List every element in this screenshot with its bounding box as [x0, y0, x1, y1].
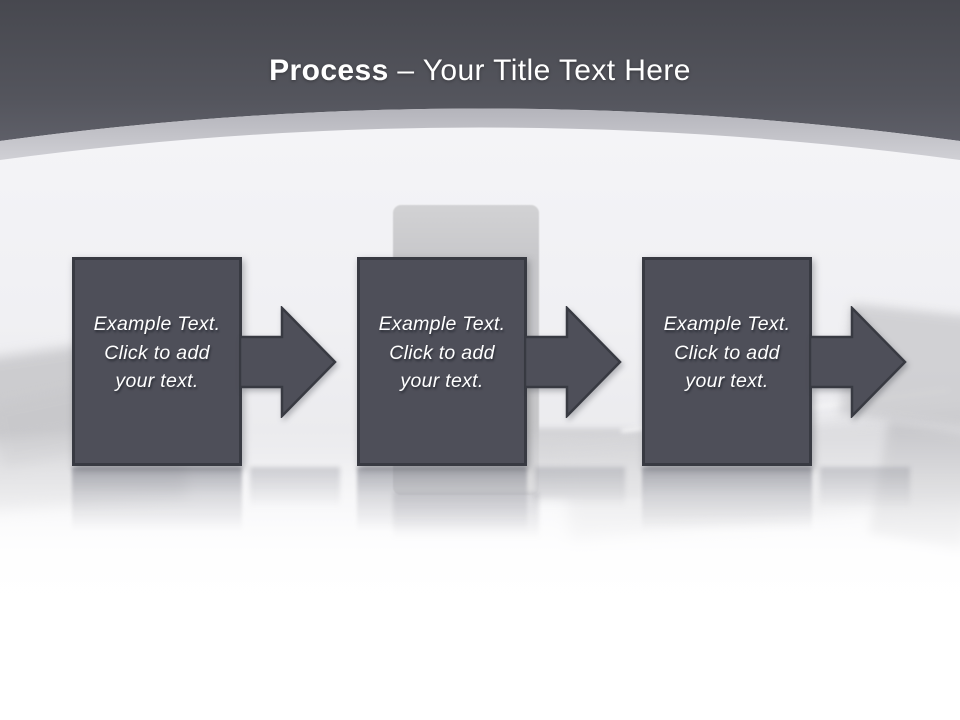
header-silver-band: [0, 108, 960, 160]
box-text-line: your text.: [685, 370, 769, 392]
header-dark-shape: [0, 0, 960, 141]
box-text-line: Example Text.: [378, 313, 506, 335]
arrow-reflection: [250, 467, 340, 515]
title-separator: –: [388, 54, 423, 87]
process-arrow-3[interactable]: [810, 306, 907, 418]
title-rest-text: Your Title Text Here: [422, 54, 691, 87]
box-text-line: Click to add: [104, 341, 210, 364]
box-text-line: Click to add: [674, 341, 780, 364]
process-box-2[interactable]: Example Text. Click to add your text.: [357, 257, 527, 466]
box-text-line: Example Text.: [663, 313, 791, 335]
arrow-reflection: [535, 467, 625, 515]
box-reflection: [72, 467, 242, 547]
box-text: Example Text. Click to add your text.: [664, 260, 791, 396]
box-text-line: Click to add: [389, 341, 495, 364]
process-arrow-2[interactable]: [525, 306, 622, 418]
process-box-1[interactable]: Example Text. Click to add your text.: [72, 257, 242, 466]
arrow-reflection: [820, 467, 910, 515]
box-text-line: your text.: [115, 370, 199, 392]
process-arrow-1[interactable]: [240, 306, 337, 418]
box-text: Example Text. Click to add your text.: [379, 260, 506, 396]
slide-title[interactable]: Process – Your Title Text Here: [269, 0, 691, 88]
arrow-right-icon: [525, 306, 622, 418]
process-box-3[interactable]: Example Text. Click to add your text.: [642, 257, 812, 466]
box-reflection: [357, 467, 527, 547]
box-reflection: [642, 467, 812, 547]
box-text: Example Text. Click to add your text.: [94, 260, 221, 396]
box-text-line: Example Text.: [93, 313, 221, 335]
title-banner: Process – Your Title Text Here: [0, 0, 960, 110]
header-curve-graphic: [0, 0, 960, 160]
title-bold-text: Process: [269, 54, 389, 87]
arrow-right-icon: [810, 306, 907, 418]
box-text-line: your text.: [400, 370, 484, 392]
arrow-right-icon: [240, 306, 337, 418]
